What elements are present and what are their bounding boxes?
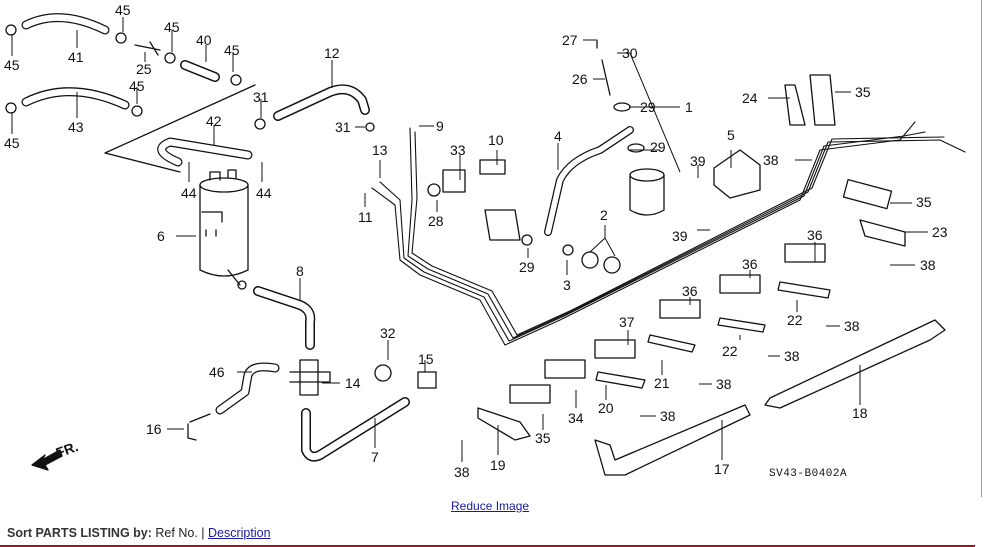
callout[interactable]: 13	[372, 142, 388, 158]
callout[interactable]: 15	[418, 351, 434, 367]
divider-rule	[0, 545, 975, 547]
callout[interactable]: 38	[920, 257, 936, 273]
callout[interactable]: 39	[672, 228, 688, 244]
callout[interactable]: 22	[787, 312, 803, 328]
rail-17	[594, 404, 751, 476]
canister-6	[199, 169, 249, 290]
reduce-image-link[interactable]: Reduce Image	[451, 499, 530, 513]
callout[interactable]: 45	[115, 2, 131, 18]
callout[interactable]: 38	[784, 348, 800, 364]
callout[interactable]: 45	[129, 78, 145, 94]
callout[interactable]: 36	[742, 256, 758, 272]
callout[interactable]: 38	[716, 376, 732, 392]
callout[interactable]: 38	[763, 152, 779, 168]
callout[interactable]: 39	[690, 153, 706, 169]
callout[interactable]: 40	[196, 32, 212, 48]
callout[interactable]: 29	[640, 99, 656, 115]
callout[interactable]: 29	[650, 139, 666, 155]
callout[interactable]: 41	[68, 49, 84, 65]
callout[interactable]: 35	[855, 84, 871, 100]
callout[interactable]: 2	[600, 207, 608, 223]
callout[interactable]: 38	[844, 318, 860, 334]
callout[interactable]: 30	[622, 45, 638, 61]
callout[interactable]: 9	[436, 118, 444, 134]
callout[interactable]: 27	[562, 32, 578, 48]
sort-ref-no: Ref No.	[155, 526, 198, 540]
callout[interactable]: 4	[554, 128, 562, 144]
callout[interactable]: 45	[4, 57, 20, 73]
callout[interactable]: 46	[209, 364, 225, 380]
callout[interactable]: 32	[380, 325, 396, 341]
callout[interactable]: 20	[598, 400, 614, 416]
callout[interactable]: 44	[256, 185, 272, 201]
callout[interactable]: 24	[742, 90, 758, 106]
callout[interactable]: 36	[682, 283, 698, 299]
callout[interactable]: 44	[181, 185, 197, 201]
callout[interactable]: 42	[206, 113, 222, 129]
callout[interactable]: 16	[146, 421, 162, 437]
sort-description-link[interactable]: Description	[208, 526, 271, 540]
callout[interactable]: 5	[727, 127, 735, 143]
callout[interactable]: 11	[358, 209, 373, 225]
callout[interactable]: 35	[535, 430, 551, 446]
callout[interactable]: 45	[224, 42, 240, 58]
callout[interactable]: 43	[68, 119, 84, 135]
callout[interactable]: 23	[932, 224, 948, 240]
callout[interactable]: 31	[253, 89, 269, 105]
callout[interactable]: 38	[454, 464, 470, 480]
callout[interactable]: 26	[572, 71, 588, 87]
clamps	[5, 24, 375, 132]
callout[interactable]: 28	[428, 213, 444, 229]
callout[interactable]: 19	[490, 457, 506, 473]
rail-18	[764, 319, 946, 409]
callout[interactable]: 31	[335, 119, 351, 135]
parts-diagram: 45 45 41 45 25 40 45 45 43 45 31 42 44 4…	[4, 2, 966, 480]
fuel-filter	[596, 39, 665, 216]
sort-label: Sort PARTS LISTING by:	[7, 526, 152, 540]
callout[interactable]: 18	[852, 405, 868, 421]
callout[interactable]: 36	[807, 227, 823, 243]
fuel-line-bundle	[371, 121, 966, 346]
callout[interactable]: 35	[916, 194, 932, 210]
fr-arrow-icon	[31, 449, 63, 471]
callout[interactable]: 33	[450, 142, 466, 158]
callout[interactable]: 12	[324, 45, 340, 61]
callout[interactable]: 17	[714, 461, 730, 477]
callout[interactable]: 8	[296, 263, 304, 279]
callout[interactable]: 45	[164, 19, 180, 35]
callout[interactable]: 21	[654, 375, 670, 391]
diagram-border	[981, 0, 982, 497]
sort-bar: Sort PARTS LISTING by: Ref No. | Descrip…	[7, 526, 271, 540]
drawing-code: SV43-B0402A	[769, 468, 847, 480]
sort-separator: |	[201, 526, 205, 540]
callout[interactable]: 14	[345, 375, 361, 391]
callout[interactable]: 25	[136, 61, 152, 77]
callout[interactable]: 34	[568, 410, 584, 426]
callout[interactable]: 38	[660, 408, 676, 424]
callout[interactable]: 22	[722, 343, 738, 359]
direction-label: FR.	[54, 438, 81, 461]
callout[interactable]: 7	[371, 449, 379, 465]
callout[interactable]: 29	[519, 259, 535, 275]
callout[interactable]: 6	[157, 228, 165, 244]
callout[interactable]: 45	[4, 135, 20, 151]
callout[interactable]: 10	[488, 132, 504, 148]
callout[interactable]: 1	[685, 99, 693, 115]
callout[interactable]: 3	[563, 277, 571, 293]
callout[interactable]: 37	[619, 314, 635, 330]
